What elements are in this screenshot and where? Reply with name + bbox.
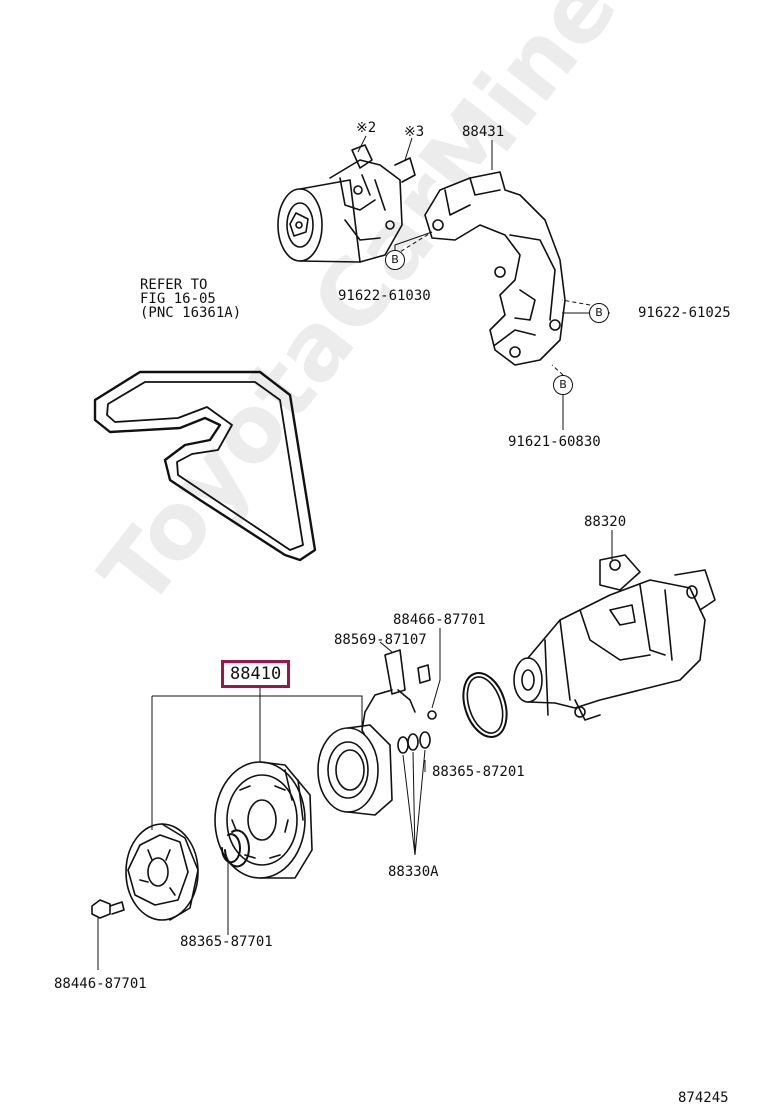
callout-bolt-bottom: 91621-60830	[508, 434, 601, 450]
callout-switch-lower: 88569-87107	[334, 632, 427, 648]
callout-note-3: ※3	[404, 124, 425, 140]
drive-belt-drawing	[93, 370, 317, 562]
refer-note-line-2: FIG 16-05	[140, 291, 216, 307]
bracket-drawing	[424, 171, 566, 366]
small-compressor-drawing	[277, 144, 416, 263]
callout-snap-ring: 88365-87701	[180, 934, 273, 950]
snap-ring-drawing	[220, 829, 250, 868]
callout-clutch-assembly-highlighted[interactable]: 88410	[221, 660, 291, 688]
callout-bolt-right: 91622-61025	[638, 305, 731, 321]
callout-compressor: 88320	[584, 514, 627, 530]
callout-bracket: 88431	[462, 124, 505, 140]
refer-note-line-3: (PNC 16361A)	[140, 305, 242, 321]
hub-bolt-drawing	[91, 899, 125, 919]
callout-hub-bolt: 88446-87701	[54, 976, 147, 992]
callout-note-2: ※2	[356, 120, 377, 136]
pulley-drawing	[214, 761, 313, 879]
figure-number: 874245	[678, 1090, 729, 1106]
stator-drawing	[317, 724, 393, 816]
hub-drawing	[125, 823, 199, 921]
callout-bolt-top: 91622-61030	[338, 288, 431, 304]
shims-drawing	[397, 731, 431, 754]
switch-drawing	[361, 649, 437, 746]
compressor-drawing	[513, 554, 716, 721]
bolt-marker-b-right: B	[589, 303, 609, 323]
callout-shim-set: 88330A	[388, 864, 439, 880]
callout-switch-upper: 88466-87701	[393, 612, 486, 628]
bolt-marker-b-bottom: B	[553, 375, 573, 395]
bolt-marker-b-top: B	[385, 250, 405, 270]
o-ring-drawing	[462, 672, 508, 738]
refer-note-line-1: REFER TO	[140, 277, 208, 293]
callout-shim-right: 88365-87201	[432, 764, 525, 780]
